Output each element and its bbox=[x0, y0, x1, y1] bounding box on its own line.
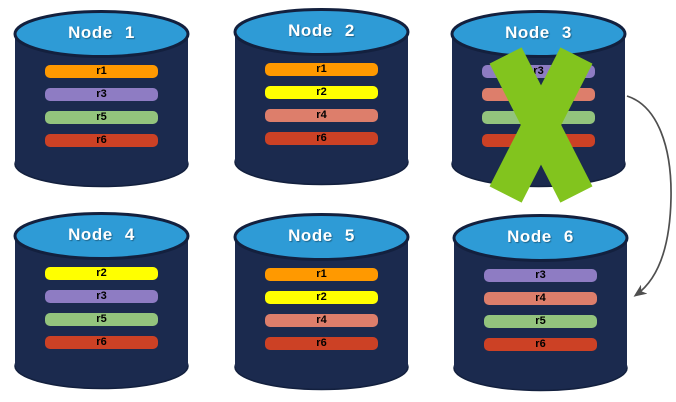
replica-bar-r6: r6 bbox=[265, 132, 378, 145]
node-title: Node 3 bbox=[505, 23, 572, 42]
replica-bar-r1: r1 bbox=[265, 268, 378, 281]
replica-list: r3 r4 r5 r6 bbox=[484, 269, 597, 361]
replica-bar-r4: r4 bbox=[484, 292, 597, 305]
replica-bar-r1: r1 bbox=[45, 65, 158, 78]
node-title: Node 6 bbox=[507, 227, 574, 246]
node-2: Node 2 r1 r2 r4 r6 bbox=[233, 8, 410, 186]
replica-bar-r2: r2 bbox=[265, 291, 378, 304]
replica-list: r2 r3 r5 r6 bbox=[45, 267, 158, 359]
replica-bar-r4: r4 bbox=[265, 109, 378, 122]
replica-bar-r5: r5 bbox=[45, 111, 158, 124]
node-4: Node 4 r2 r3 r5 r6 bbox=[13, 212, 190, 390]
node-title: Node 4 bbox=[68, 225, 135, 244]
node-title: Node 1 bbox=[68, 23, 135, 42]
replica-bar-r6: r6 bbox=[484, 338, 597, 351]
replica-bar-r6: r6 bbox=[45, 134, 158, 147]
replica-bar-r2: r2 bbox=[265, 86, 378, 99]
replica-bar-r5: r5 bbox=[45, 313, 158, 326]
node-1: Node 1 r1 r3 r5 r6 bbox=[13, 10, 190, 188]
replica-bar-r3: r3 bbox=[45, 88, 158, 101]
replica-bar-r4: r4 bbox=[265, 314, 378, 327]
failure-x-mark-icon bbox=[489, 47, 593, 203]
replica-bar-r1: r1 bbox=[265, 63, 378, 76]
replica-list: r1 r2 r4 r6 bbox=[265, 268, 378, 360]
replica-bar-r2: r2 bbox=[45, 267, 158, 280]
node-5: Node 5 r1 r2 r4 r6 bbox=[233, 213, 410, 391]
replica-bar-r3: r3 bbox=[484, 269, 597, 282]
node-title: Node 2 bbox=[288, 21, 355, 40]
node-6: Node 6 r3 r4 r5 r6 bbox=[452, 214, 629, 392]
replica-list: r1 r2 r4 r6 bbox=[265, 63, 378, 155]
replica-bar-r6: r6 bbox=[45, 336, 158, 349]
node-title: Node 5 bbox=[288, 226, 355, 245]
replica-list: r1 r3 r5 r6 bbox=[45, 65, 158, 157]
replica-bar-r6: r6 bbox=[265, 337, 378, 350]
database-cylinder-icon bbox=[13, 212, 190, 390]
replica-bar-r5: r5 bbox=[484, 315, 597, 328]
replica-bar-r3: r3 bbox=[45, 290, 158, 303]
